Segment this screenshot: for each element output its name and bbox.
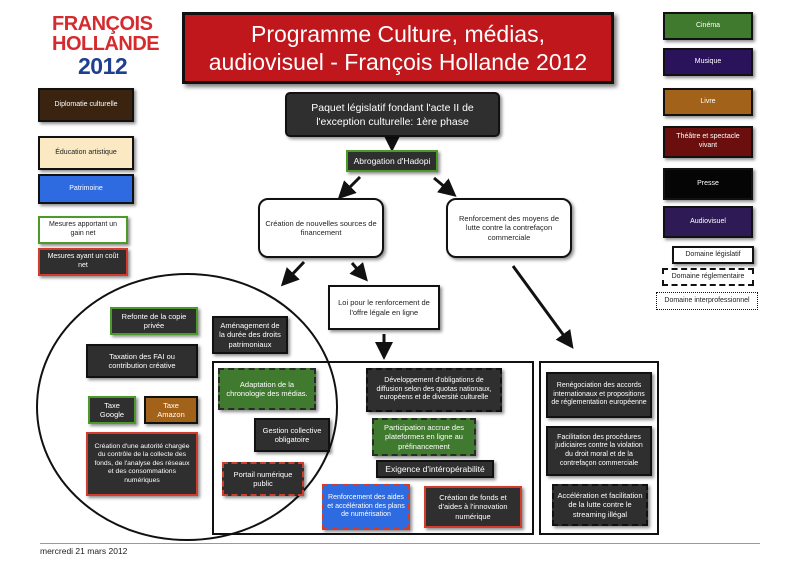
node-abrogation-hadopi-text: Abrogation d'Hadopi <box>353 155 431 166</box>
legend-cout-net: Mesures ayant un coût net <box>38 248 128 276</box>
node-chronologie-medias-text: Adaptation de la chronologie des médias. <box>226 379 308 398</box>
footer-divider <box>40 543 760 544</box>
legend-patrimoine-label: Patrimoine <box>69 184 103 192</box>
page-title-line2: audiovisuel - François Hollande 2012 <box>208 49 588 75</box>
legend-education: Éducation artistique <box>38 136 134 170</box>
node-autorite-controle-text: Création d'une autorité chargée du contr… <box>94 442 190 484</box>
legend-gain-net-label: Mesures apportant un gain net <box>48 221 118 237</box>
legend-gain-net: Mesures apportant un gain net <box>38 216 128 244</box>
node-interoperabilite-text: Exigence d'intéropérabilité <box>385 463 485 474</box>
node-abrogation-hadopi: Abrogation d'Hadopi <box>346 150 438 172</box>
node-portail-numerique: Portail numérique public <box>222 462 304 496</box>
node-copie-privee-text: Refonte de la copie privée <box>121 311 187 330</box>
node-taxe-google-text: Taxe Google <box>99 400 125 419</box>
page-title-box: Programme Culture, médias, audiovisuel -… <box>182 12 614 84</box>
node-streaming-illegal: Accélération et facilitation de la lutte… <box>552 484 648 526</box>
node-taxe-amazon: Taxe Amazon <box>144 396 198 424</box>
node-plans-numerisation-text: Renforcement des aides et accélération d… <box>327 493 405 519</box>
node-creation-financement: Création de nouvelles sources de finance… <box>258 198 384 258</box>
node-offre-legale: Loi pour le renforcement de l'offre léga… <box>328 285 440 330</box>
node-taxation-fai-text: Taxation des FAI ou contribution créativ… <box>108 351 176 370</box>
legend-audiovisuel-label: Audiovisuel <box>690 217 726 225</box>
node-lutte-contrefacon-text: Renforcement des moyens de lutte contre … <box>458 213 560 242</box>
node-offre-legale-text: Loi pour le renforcement de l'offre léga… <box>338 298 430 317</box>
legend-musique-label: Musique <box>694 57 722 65</box>
legend-cinema: Cinéma <box>663 12 753 40</box>
node-procedures-judiciaires: Facilitation des procédures judiciaires … <box>546 426 652 476</box>
legend-presse: Presse <box>663 168 753 200</box>
arrow-contrefacon-to-group <box>511 265 574 349</box>
node-participation-plateformes-text: Participation accrue des plateformes en … <box>383 422 465 451</box>
legend-audiovisuel: Audiovisuel <box>663 206 753 238</box>
footer-date: mercredi 21 mars 2012 <box>40 546 128 556</box>
logo-year: 2012 <box>78 53 128 79</box>
node-renegociation-accords-text: Renégociation des accords internationaux… <box>551 381 647 407</box>
legend-presse-label: Presse <box>697 179 719 187</box>
node-plans-numerisation: Renforcement des aides et accélération d… <box>322 484 410 530</box>
legend-domaine-interprofessionnel: Domaine interprofessionnel <box>656 292 758 310</box>
node-paquet-legislatif: Paquet législatif fondant l'acte II de l… <box>285 92 500 137</box>
node-gestion-collective: Gestion collective obligatoire <box>254 418 330 452</box>
logo-line1: FRANÇOIS <box>52 13 153 35</box>
node-paquet-legislatif-text: Paquet législatif fondant l'acte II de l… <box>311 101 474 128</box>
legend-livre-label: Livre <box>700 97 716 105</box>
node-renegociation-accords: Renégociation des accords internationaux… <box>546 372 652 418</box>
node-chronologie-medias: Adaptation de la chronologie des médias. <box>218 368 316 410</box>
node-fonds-innovation-text: Création de fonds et d'aides à l'innovat… <box>438 492 508 521</box>
legend-domaine-reglementaire: Domaine réglementaire <box>662 268 754 286</box>
legend-diplomatie-label: Diplomatie culturelle <box>54 100 118 108</box>
node-streaming-illegal-text: Accélération et facilitation de la lutte… <box>557 490 643 519</box>
legend-domaine-interprofessionnel-label: Domaine interprofessionnel <box>664 296 750 304</box>
node-taxe-google: Taxe Google <box>88 396 136 424</box>
node-amenagement-droits: Aménagement de la durée des droits patri… <box>212 316 288 354</box>
contrefacon-group-box <box>539 361 659 535</box>
node-portail-numerique-text: Portail numérique public <box>233 469 293 488</box>
legend-theatre: Théâtre et spectacle vivant <box>663 126 753 158</box>
node-participation-plateformes: Participation accrue des plateformes en … <box>372 418 476 456</box>
node-obligations-diffusion: Développement d'obligations de diffusion… <box>366 368 502 412</box>
arrow-hadopi-to-financement <box>337 175 362 200</box>
arrow-financement-to-ellipse <box>280 260 306 287</box>
offre-legale-group-box <box>212 361 534 535</box>
legend-diplomatie: Diplomatie culturelle <box>38 88 134 122</box>
node-procedures-judiciaires-text: Facilitation des procédures judiciaires … <box>555 433 643 467</box>
arrow-hadopi-to-contrefacon <box>433 176 457 197</box>
legend-cinema-label: Cinéma <box>695 21 721 29</box>
arrow-financement-to-offre <box>349 262 368 282</box>
node-taxation-fai: Taxation des FAI ou contribution créativ… <box>86 344 198 378</box>
legend-theatre-label: Théâtre et spectacle vivant <box>676 133 740 149</box>
legend-patrimoine: Patrimoine <box>38 174 134 204</box>
node-gestion-collective-text: Gestion collective obligatoire <box>262 425 322 444</box>
legend-livre: Livre <box>663 88 753 116</box>
campaign-logo: FRANÇOIS HOLLANDE 2012 <box>52 14 182 86</box>
logo-line2: HOLLANDE <box>52 33 160 55</box>
node-copie-privee: Refonte de la copie privée <box>110 307 198 335</box>
node-interoperabilite: Exigence d'intéropérabilité <box>376 460 494 478</box>
node-lutte-contrefacon: Renforcement des moyens de lutte contre … <box>446 198 572 258</box>
node-fonds-innovation: Création de fonds et d'aides à l'innovat… <box>424 486 522 528</box>
legend-domaine-reglementaire-label: Domaine réglementaire <box>671 272 745 280</box>
legend-musique: Musique <box>663 48 753 76</box>
node-obligations-diffusion-text: Développement d'obligations de diffusion… <box>376 376 492 402</box>
financement-group-ellipse <box>36 273 338 541</box>
legend-education-label: Éducation artistique <box>55 148 117 156</box>
legend-domaine-legislatif: Domaine législatif <box>672 246 754 264</box>
node-taxe-amazon-text: Taxe Amazon <box>157 400 185 419</box>
node-creation-financement-text: Création de nouvelles sources de finance… <box>265 218 377 237</box>
legend-domaine-legislatif-label: Domaine législatif <box>685 250 741 258</box>
node-amenagement-droits-text: Aménagement de la durée des droits patri… <box>219 320 281 349</box>
legend-cout-net-label: Mesures ayant un coût net <box>47 253 119 269</box>
page-title-line1: Programme Culture, médias, <box>251 21 545 47</box>
node-autorite-controle: Création d'une autorité chargée du contr… <box>86 432 198 496</box>
